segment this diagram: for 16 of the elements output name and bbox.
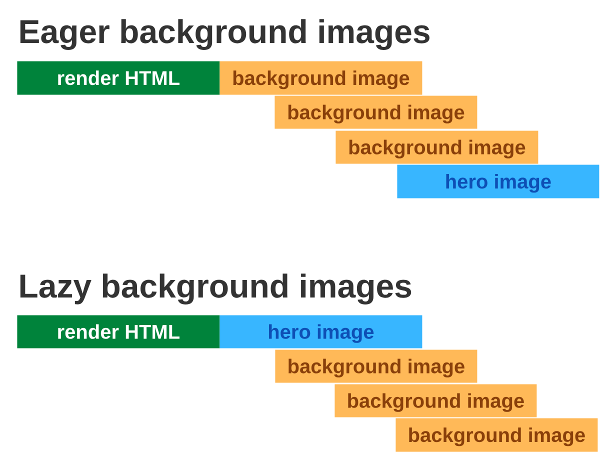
timeline-bar: hero image — [397, 164, 600, 198]
timeline-bar: background image — [220, 61, 422, 95]
timeline-bar: background image — [334, 384, 537, 418]
timeline-bar: background image — [336, 130, 538, 164]
timeline-bar: background image — [274, 96, 478, 129]
timeline-bar: render HTML — [17, 315, 220, 348]
timeline-bar: render HTML — [17, 61, 220, 95]
timeline-bar: background image — [275, 350, 478, 383]
timeline-bar: background image — [396, 418, 598, 452]
node-label: background image — [409, 427, 585, 446]
node-label: background image — [348, 393, 524, 412]
node-label: background image — [288, 104, 464, 124]
heading: Lazy background images — [20, 274, 412, 304]
node-label: background image — [233, 70, 410, 90]
timeline-bar: hero image — [220, 315, 422, 348]
heading: Eager background images — [20, 19, 430, 50]
